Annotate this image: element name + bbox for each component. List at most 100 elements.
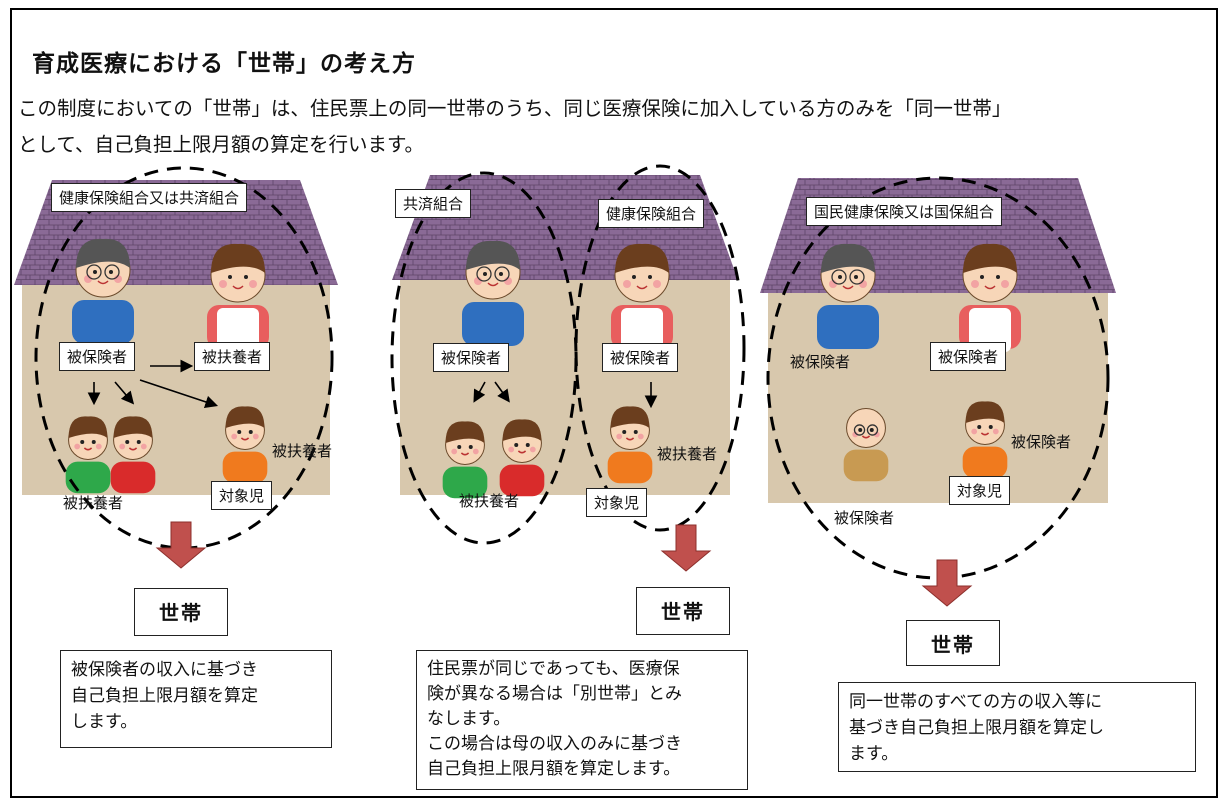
- s2-boy: [442, 421, 488, 499]
- s2-boy-cheek: [451, 448, 458, 455]
- s2-girl-eye: [622, 430, 627, 434]
- s1-father-mouth: [97, 280, 109, 285]
- s2-ellipse-mother: [574, 164, 746, 532]
- s1-girl-label: 被扶養者: [272, 442, 333, 460]
- s2-girl-small-hair: [502, 419, 542, 441]
- s3-grandpa-eye: [858, 428, 863, 432]
- s1-girl-shirt: [222, 451, 268, 484]
- s1-boy-cheek: [74, 443, 81, 450]
- s1-girl-small-eye: [136, 440, 141, 444]
- s1-father-eye: [93, 270, 97, 274]
- s2-boy-hair: [445, 421, 485, 443]
- s1-father-glasses: [86, 264, 102, 280]
- s2-note-line: 自己負担上限月額を算定します。: [427, 759, 681, 779]
- s3-mother-apron: [969, 308, 1011, 352]
- s1-boy-mouth: [83, 447, 93, 451]
- s3-grandpa-glasses: [853, 424, 866, 436]
- s2-mother-eye: [648, 275, 652, 279]
- s2-girl-small-mouth: [517, 450, 527, 454]
- s2-girl-shirt: [607, 451, 653, 484]
- page-title: 育成医療における「世帯」の考え方: [32, 51, 416, 77]
- s2-note-line: なします。: [427, 709, 511, 729]
- s1-girl-eye: [237, 430, 242, 434]
- s1-father-shirt: [72, 300, 134, 344]
- s2-mother-hair: [615, 243, 669, 273]
- s1-children-label: 被扶養者: [63, 494, 124, 512]
- s2-father-glasses: [476, 266, 492, 282]
- s3-note-line: 同一世帯のすべての方の収入等に: [849, 692, 1103, 712]
- s2-note: 住民票が同じであっても、医療保 険が異なる場合は「別世帯」とみ なします。 この…: [416, 650, 748, 790]
- s2-father-shirt: [462, 302, 524, 346]
- s2-father-mouth: [487, 282, 499, 287]
- s2-group-label-left: 共済組合: [395, 189, 472, 218]
- s2-mother-eye: [632, 275, 636, 279]
- intro-line-1: この制度においての「世帯」は、住民票上の同一世帯のうち、同じ医療保険に加入してい…: [18, 97, 1012, 120]
- s1-father-hair: [76, 238, 130, 268]
- s3-girl-mouth: [980, 432, 990, 436]
- s2-father-eye: [483, 272, 487, 276]
- s3-note: 同一世帯のすべての方の収入等に 基づき自己負担上限月額を算定し ます。: [838, 682, 1196, 772]
- s1-mother-hair: [211, 243, 265, 273]
- s2-arrow-to-boy: [473, 381, 486, 403]
- s3-household-ellipse: [766, 176, 1110, 580]
- s1-down-arrow: [155, 521, 207, 569]
- s3-father-label: 被保険者: [790, 353, 851, 371]
- s3-girl-hair: [965, 401, 1005, 423]
- s3-down-arrow: [921, 559, 973, 607]
- s1-girl-small-hair: [113, 416, 153, 438]
- s3-father-glasses: [831, 269, 847, 285]
- s2-girl-small-eye: [525, 443, 530, 447]
- s1-boy-eye: [80, 440, 85, 444]
- s1-mother-eye: [228, 275, 232, 279]
- s1-arrow-to-girl: [139, 379, 219, 409]
- s1-mother-cheek: [249, 280, 257, 288]
- s2-girl-eye: [633, 430, 638, 434]
- diagram-frame: [10, 8, 1218, 798]
- s3-mother-label: 被保険者: [930, 342, 1007, 371]
- s3-father-eye: [854, 275, 858, 279]
- s3-father: [817, 243, 879, 349]
- s3-grandpa-shirt: [843, 449, 889, 482]
- s2-girl-cheek: [616, 433, 623, 440]
- s3-grandpa-face: [846, 408, 886, 448]
- s3-grandpa: [843, 408, 889, 482]
- s1-house-wall: [22, 285, 330, 495]
- s1-mother-label: 被扶養者: [194, 342, 271, 371]
- intro-line-2: として、自己負担上限月額の算定を行います。: [18, 133, 424, 156]
- s2-girl-hair: [610, 406, 650, 428]
- s1-target-label: 対象児: [211, 481, 273, 510]
- s1-girl: [222, 406, 268, 484]
- s2-note-line: 住民票が同じであっても、医療保: [427, 659, 680, 679]
- s2-mother-label: 被保険者: [602, 343, 679, 372]
- s3-mother-eye: [996, 275, 1000, 279]
- s3-note-line: 基づき自己負担上限月額を算定し: [849, 718, 1104, 738]
- s3-father-shirt: [817, 305, 879, 349]
- s2-father-label: 被保険者: [433, 343, 510, 372]
- s3-girl-eye: [988, 425, 993, 429]
- s1-arrow-to-girl-small: [114, 381, 135, 405]
- s3-grandpa-cheek: [852, 431, 859, 438]
- s1-girl-cheek: [252, 433, 259, 440]
- s1-mother-mouth: [232, 285, 244, 290]
- s1-girl-hair: [225, 406, 265, 428]
- s3-target-label: 対象児: [949, 476, 1011, 505]
- s2-father-eye: [499, 272, 503, 276]
- s2-mother-cheek: [623, 280, 631, 288]
- s1-girl-small-cheek: [140, 443, 147, 450]
- s2-target-label: 対象児: [586, 488, 648, 517]
- s3-mother-cheek: [1001, 280, 1009, 288]
- s1-group-label: 健康保険組合又は共済組合: [51, 183, 248, 212]
- s2-girl-label: 被扶養者: [657, 445, 718, 463]
- s2-father: [462, 240, 524, 346]
- s1-father: [72, 238, 134, 344]
- s3-grandpa-glasses: [866, 424, 879, 436]
- s1-boy-eye: [91, 440, 96, 444]
- s1-mother-eye: [244, 275, 248, 279]
- s1-girl-eye: [248, 430, 253, 434]
- s1-boy-hair: [68, 416, 108, 438]
- s3-girl-cheek: [971, 428, 978, 435]
- s1-girl-small-mouth: [128, 447, 138, 451]
- s3-father-mouth: [842, 285, 854, 290]
- s1-boy-shirt: [65, 461, 111, 494]
